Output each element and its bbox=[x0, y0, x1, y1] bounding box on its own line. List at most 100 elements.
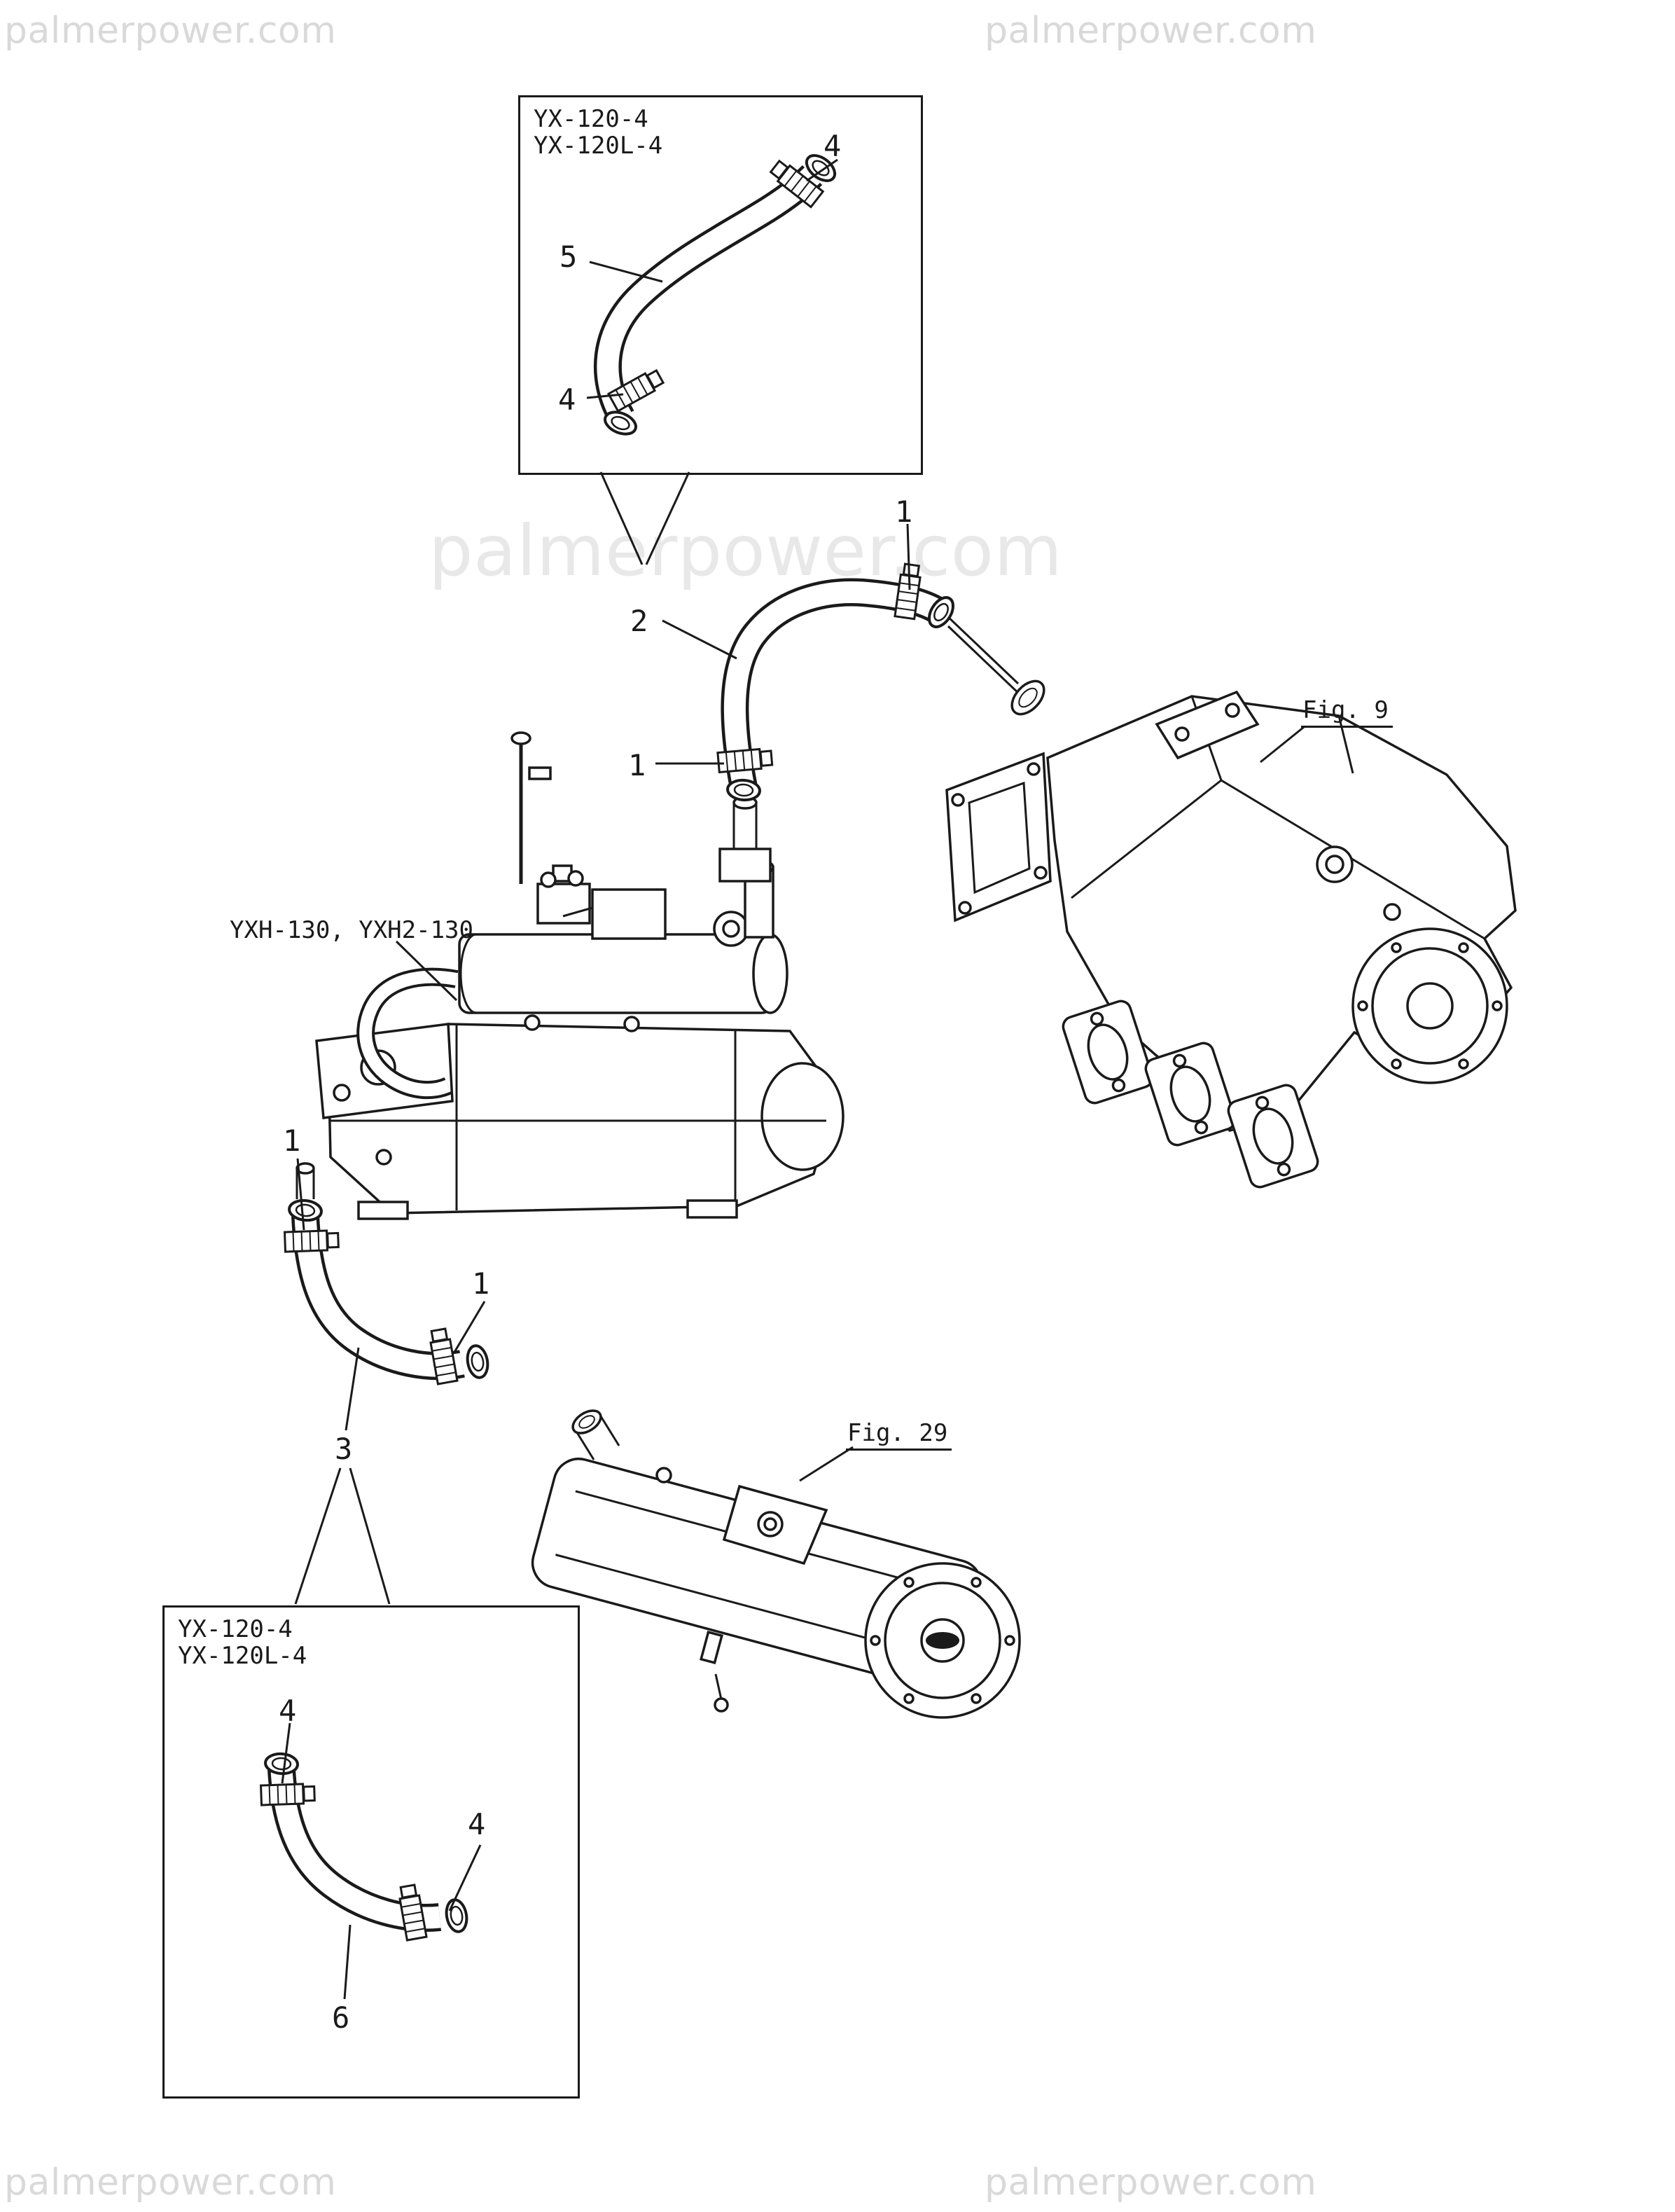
manifold-round-flange-hub bbox=[1406, 982, 1454, 1030]
leader-4-bottom bbox=[586, 393, 624, 399]
leader-fig29 bbox=[799, 1446, 854, 1482]
model-label-top-2: YX-120L-4 bbox=[534, 132, 663, 160]
lower-hose bbox=[294, 1215, 464, 1377]
callout-5: 5 bbox=[560, 240, 578, 274]
hose-end-ring bbox=[464, 1342, 492, 1381]
watermark-bottom-right: palmerpower.com bbox=[985, 2162, 1317, 2204]
lower-hose-drawing bbox=[284, 1197, 492, 1385]
zinc-anode bbox=[524, 1014, 541, 1031]
flange-bolt bbox=[1357, 1000, 1368, 1011]
flange-bolt bbox=[958, 901, 972, 915]
hose-clamp bbox=[716, 747, 774, 774]
pointer-lines bbox=[294, 471, 690, 1605]
callout-4-bottom-box-mid: 4 bbox=[468, 1807, 486, 1841]
cap-bolt bbox=[903, 1693, 915, 1704]
variant-callout-box-bottom bbox=[162, 1605, 580, 2099]
variant-callout-box-top bbox=[518, 95, 923, 475]
flange-bolt bbox=[1391, 942, 1402, 953]
assembly-model-label: YXH-130, YXH2-130 bbox=[230, 916, 473, 944]
engine-foot-right bbox=[686, 1199, 738, 1219]
manifold-drawing bbox=[930, 600, 1517, 1189]
leader-1-lower-top bbox=[296, 1158, 305, 1231]
callout-4-bottom-box-upper: 4 bbox=[279, 1694, 297, 1728]
dipstick-handle bbox=[510, 731, 531, 745]
cooler-inlet-opening bbox=[571, 1409, 602, 1435]
cooler-drawing bbox=[531, 1409, 1021, 1719]
flange-bolt bbox=[1458, 942, 1469, 953]
flange-bolt bbox=[1027, 762, 1041, 776]
bracket-bolt-right bbox=[1225, 703, 1240, 718]
valve-knob-right bbox=[567, 870, 584, 887]
manifold-bolt bbox=[1383, 903, 1401, 921]
cooler-drain-plug bbox=[714, 1697, 729, 1713]
callout-1-upper-left: 1 bbox=[628, 748, 646, 782]
variant-hose bbox=[597, 167, 820, 423]
flange-bolt bbox=[951, 793, 965, 807]
exhaust-port-3 bbox=[1227, 1084, 1319, 1189]
water-inlet-top bbox=[296, 1162, 315, 1175]
engine-assembly-drawing bbox=[296, 731, 845, 1220]
flange-bolt bbox=[1492, 1000, 1503, 1011]
callout-4-top-box-lower: 4 bbox=[558, 382, 576, 417]
engine-foot-left bbox=[357, 1201, 409, 1220]
drain-plug bbox=[375, 1149, 392, 1166]
cooler-inlet-pipe bbox=[574, 1416, 620, 1460]
leader-4-bb-top bbox=[281, 1722, 291, 1784]
manifold-left-flange bbox=[945, 752, 1052, 922]
leader-assembly-label bbox=[395, 940, 458, 1002]
callout-3: 3 bbox=[335, 1432, 353, 1466]
cooler-fitting-top bbox=[655, 1467, 672, 1484]
exhaust-port-2 bbox=[1144, 1042, 1237, 1147]
water-inlet-pipe bbox=[296, 1168, 315, 1199]
flange-bolt bbox=[1034, 866, 1048, 880]
cap-bolt bbox=[903, 1577, 915, 1588]
tank-left-arc bbox=[459, 933, 477, 1014]
figure-ref-9[interactable]: Fig. 9 bbox=[1301, 696, 1393, 728]
leader-1-upper-right bbox=[906, 523, 911, 590]
manifold-boss-hole bbox=[1325, 855, 1344, 874]
fuel-valve-body bbox=[536, 883, 591, 925]
flywheel-housing bbox=[760, 1062, 845, 1171]
bypass-hose bbox=[359, 970, 458, 1097]
upper-hose-drawing bbox=[716, 562, 960, 803]
regulator-body bbox=[591, 888, 667, 940]
leader-2 bbox=[662, 619, 737, 660]
callout-1-lower-top: 1 bbox=[283, 1124, 301, 1158]
engine-block-lines bbox=[331, 1025, 826, 1210]
watermark-top-right: palmerpower.com bbox=[985, 10, 1317, 52]
flange-bolt bbox=[1391, 1058, 1402, 1070]
brand-oval bbox=[926, 1632, 959, 1649]
thermostat-outlet-pipe bbox=[732, 803, 758, 849]
callout-4-top-box-upper: 4 bbox=[823, 129, 842, 163]
cap-bolt bbox=[870, 1635, 881, 1646]
dipstick-bracket bbox=[528, 766, 552, 780]
figure-ref-29[interactable]: Fig. 29 bbox=[846, 1419, 952, 1451]
leader-3 bbox=[345, 1347, 360, 1431]
callout-2: 2 bbox=[630, 604, 648, 638]
top-box-pointer bbox=[599, 471, 690, 565]
cooler-drain-fitting bbox=[700, 1630, 723, 1665]
leader-4-top bbox=[806, 158, 838, 182]
hose-clamp bbox=[284, 1229, 340, 1253]
heat-exchanger-tank bbox=[458, 933, 773, 1014]
leader-4-bb-mid bbox=[448, 1844, 482, 1912]
watermark-center: palmerpower.com bbox=[429, 510, 1063, 592]
exhaust-port-1 bbox=[1062, 1000, 1154, 1105]
manifold-left-flange-opening bbox=[968, 781, 1031, 894]
flange-bolt bbox=[1458, 1058, 1469, 1070]
filler-cap-center bbox=[722, 920, 740, 938]
leader-fig9 bbox=[1260, 726, 1305, 763]
valve-knob-left bbox=[540, 871, 557, 888]
bracket-bolt-left bbox=[1174, 726, 1190, 742]
callout-1-lower-mid: 1 bbox=[472, 1266, 490, 1301]
cap-bolt bbox=[1004, 1635, 1015, 1646]
leader-5 bbox=[589, 261, 663, 283]
watermark-top-left: palmerpower.com bbox=[4, 10, 337, 52]
valve-link-line bbox=[562, 906, 593, 918]
gear-case-bolt bbox=[333, 1084, 351, 1102]
tank-end-cap bbox=[752, 933, 788, 1014]
manifold-inlet-flange bbox=[1010, 679, 1045, 716]
hose-end-ring bbox=[725, 777, 762, 803]
callout-6: 6 bbox=[332, 2000, 350, 2035]
